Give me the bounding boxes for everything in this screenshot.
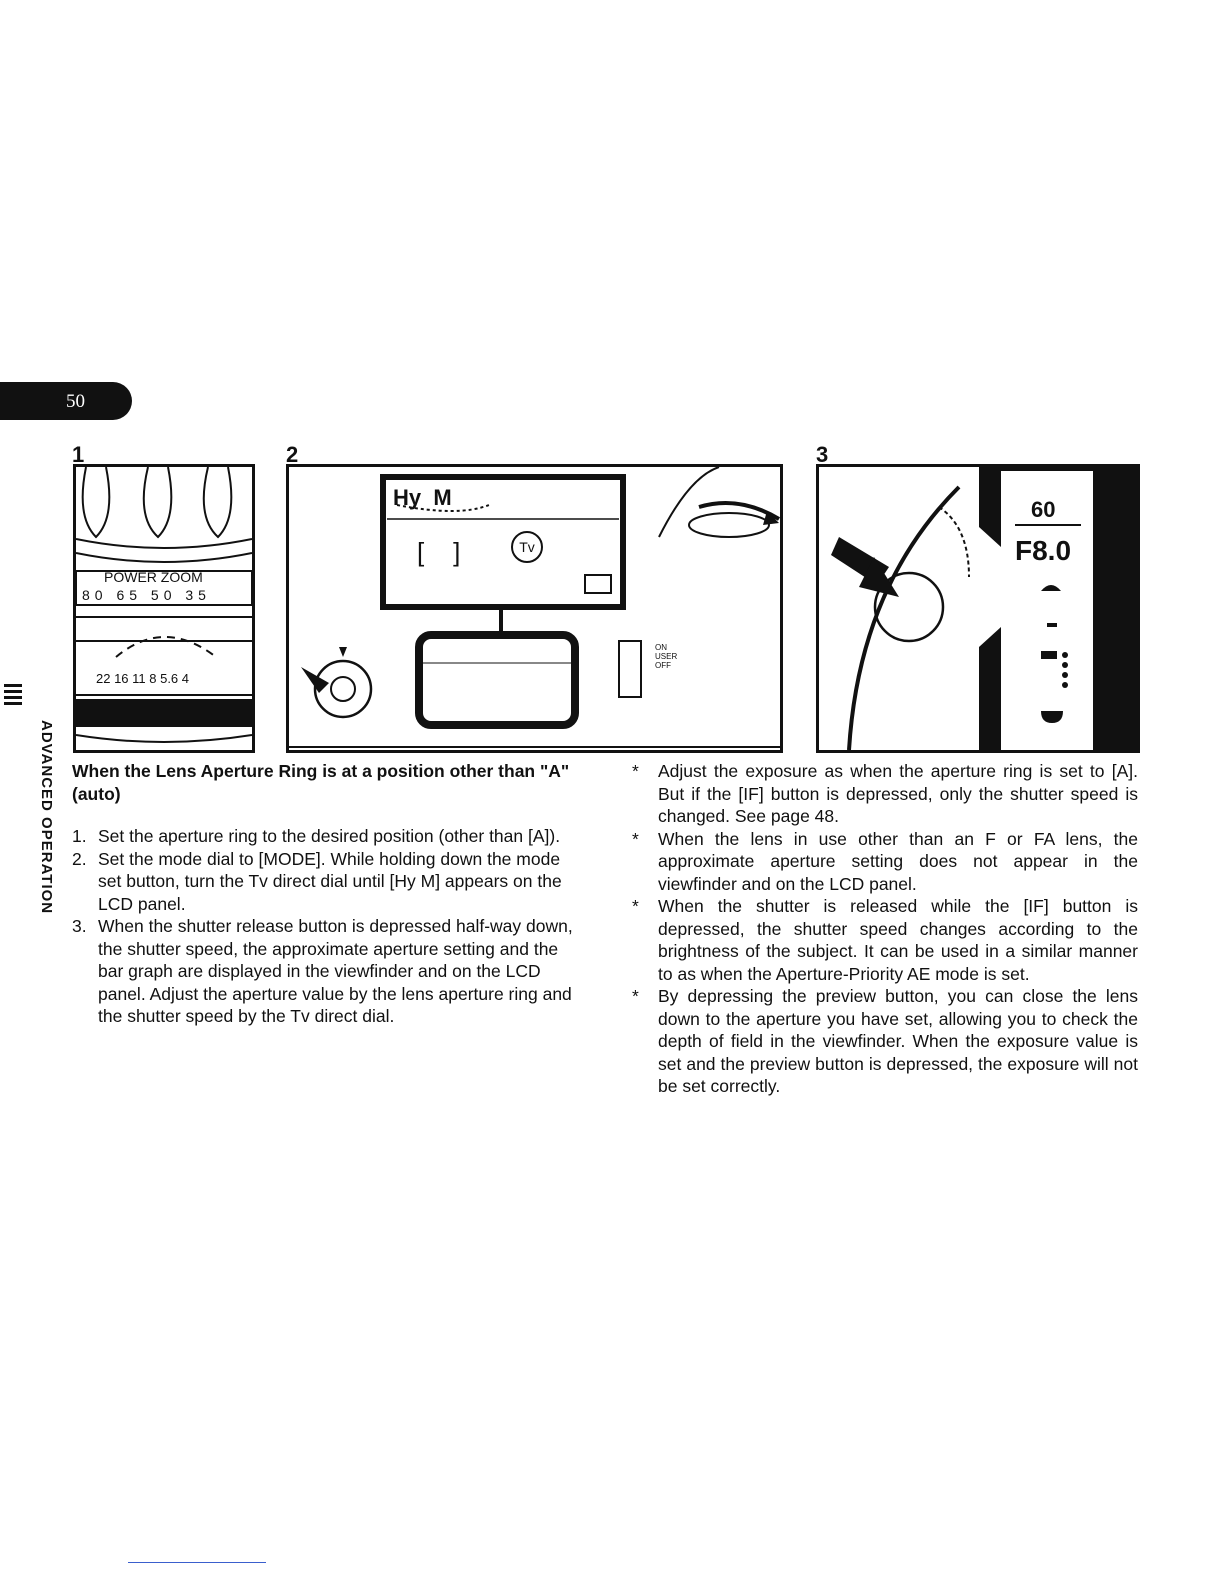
note-bullet: *	[632, 828, 639, 849]
step-text: Set the aperture ring to the desired pos…	[98, 826, 561, 846]
step-item: 2. Set the mode dial to [MODE]. While ho…	[72, 848, 584, 916]
note-bullet: *	[632, 761, 639, 781]
figure-3-viewfinder-illustration: 60 F8.0	[816, 464, 1140, 753]
note-text: When the shutter is released while the […	[658, 896, 1138, 984]
note-text: When the lens in use other than an F or …	[658, 828, 1138, 894]
step-text: Set the mode dial to [MODE]. While holdi…	[98, 848, 562, 914]
figure-1-lens-illustration: POWER ZOOM 80 65 50 35 22 16 11 8 5.6 4	[73, 464, 255, 753]
section-label: ADVANCED OPERATION	[38, 720, 55, 915]
figure-2-camera-top-illustration: Hy M [ ] Tv ON USER OFF	[286, 464, 783, 753]
focal-length-scale: 80 65 50 35	[82, 587, 211, 603]
note-bullet: *	[632, 986, 639, 1006]
figure-3-number: 3	[816, 442, 829, 467]
section-marker	[4, 684, 22, 708]
viewfinder-aperture: F8.0	[1015, 535, 1072, 566]
note-text: By depressing the preview button, you ca…	[658, 986, 1138, 1096]
step-item: 3. When the shutter release button is de…	[72, 915, 584, 1028]
note-item: * Adjust the exposure as when the apertu…	[632, 760, 1138, 828]
right-column-notes: * Adjust the exposure as when the apertu…	[632, 760, 1138, 1098]
left-column: When the Lens Aperture Ring is at a posi…	[72, 760, 584, 1028]
figure-1-number: 1	[72, 442, 85, 467]
step-number: 1.	[72, 826, 87, 846]
notes-list: * Adjust the exposure as when the apertu…	[632, 760, 1138, 1098]
page-number-tab: 50	[0, 382, 132, 420]
tv-mode-icon: Tv	[511, 531, 543, 563]
step-number: 2.	[72, 848, 87, 869]
viewfinder-drawing	[831, 467, 1137, 750]
note-bullet: *	[632, 896, 639, 916]
footer-rule	[128, 1562, 266, 1563]
steps-list: 1. Set the aperture ring to the desired …	[72, 825, 584, 1028]
lcd-brackets: [ ]	[417, 537, 461, 567]
lens-barrel-drawing	[76, 467, 252, 743]
section-heading: When the Lens Aperture Ring is at a posi…	[72, 761, 570, 804]
aperture-scale: 22 16 11 8 5.6 4	[96, 671, 190, 686]
camera-top-drawing	[289, 467, 780, 748]
step-item: 1. Set the aperture ring to the desired …	[72, 825, 584, 848]
step-text: When the shutter release button is depre…	[98, 916, 573, 1026]
step-number: 3.	[72, 916, 87, 936]
note-item: * When the shutter is released while the…	[632, 895, 1138, 985]
power-switch-labels: ON USER OFF	[655, 643, 678, 670]
page-number: 50	[66, 391, 85, 412]
viewfinder-shutter-speed: 60	[1031, 497, 1056, 522]
lcd-mode-display: Hy M	[393, 485, 452, 510]
note-item: * When the lens in use other than an F o…	[632, 828, 1138, 896]
power-zoom-label: POWER ZOOM	[104, 569, 203, 585]
note-item: * By depressing the preview button, you …	[632, 985, 1138, 1098]
figure-2-number: 2	[286, 442, 299, 467]
note-text: Adjust the exposure as when the aperture…	[658, 761, 1138, 826]
